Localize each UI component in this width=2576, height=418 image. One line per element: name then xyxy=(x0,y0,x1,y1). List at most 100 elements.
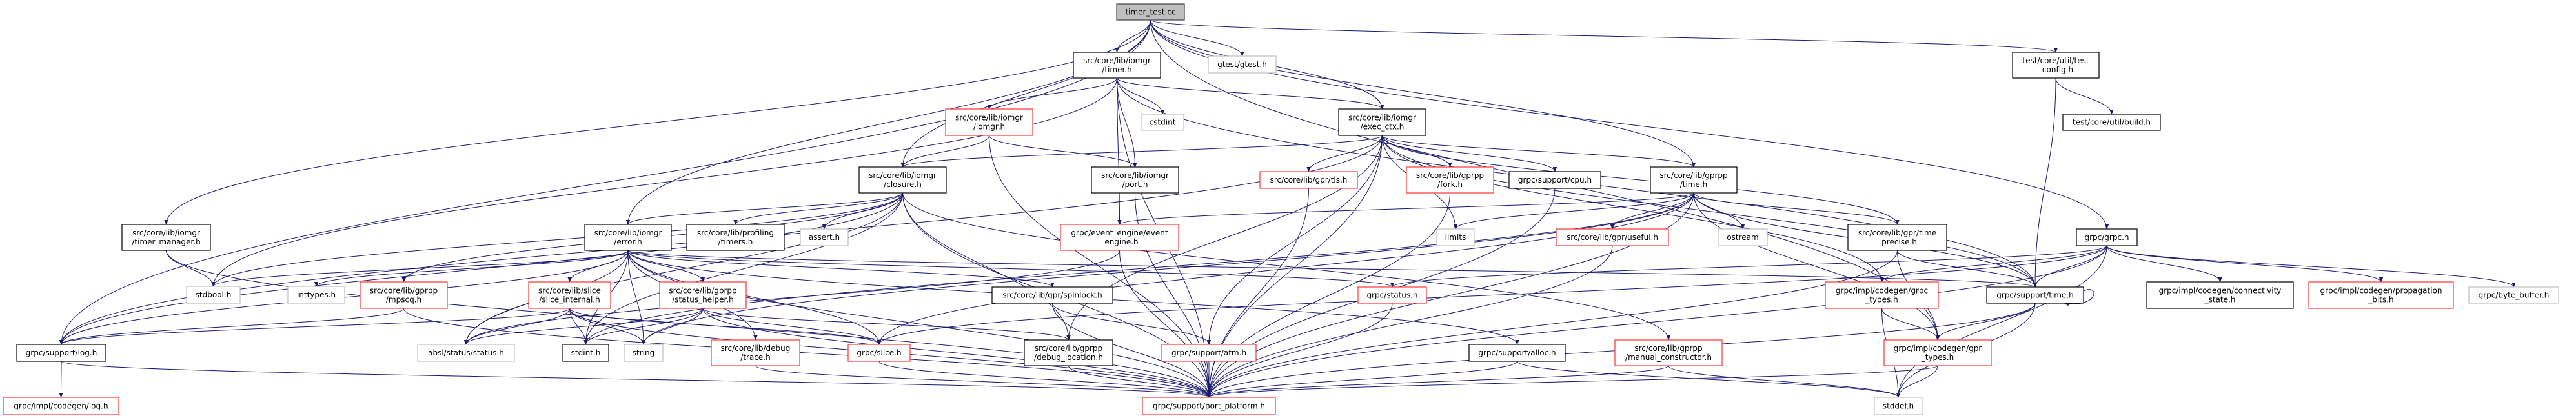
node-box xyxy=(1874,397,1923,415)
node-atm[interactable]: grpc/support/atm.h xyxy=(1161,344,1257,362)
edge-exec-ctx-to-tls xyxy=(1306,135,1383,172)
edge-closure-to-error-h xyxy=(625,192,903,225)
node-label: /manual_constructor.h xyxy=(1625,353,1712,362)
node-port-h[interactable]: src/core/lib/iomgr/port.h xyxy=(1091,166,1179,194)
edge-manual-constructor-to-port-platform xyxy=(1207,365,1669,398)
node-label: /timer.h xyxy=(1102,65,1131,74)
edge-timer-test-to-closure xyxy=(900,19,1151,168)
node-support-time[interactable]: grpc/support/time.h xyxy=(1986,286,2084,304)
edge-port-h-to-port-platform xyxy=(1135,192,1212,398)
node-label: /error.h xyxy=(614,237,642,246)
node-connectivity[interactable]: grpc/impl/codegen/connectivity_state.h xyxy=(2146,281,2294,309)
edge-slice-internal-to-string xyxy=(569,308,646,345)
node-codegen-log[interactable]: grpc/impl/codegen/log.h xyxy=(3,397,119,415)
node-timers[interactable]: src/core/lib/profiling/timers.h xyxy=(686,224,785,251)
node-label: /timer_manager.h xyxy=(132,237,200,246)
edge-slice-internal-to-slice-h xyxy=(569,308,882,345)
node-label: /port.h xyxy=(1122,180,1148,189)
node-event-engine[interactable]: grpc/event_engine/event_engine.h xyxy=(1060,224,1179,251)
edge-timer-h-to-port-h xyxy=(1117,77,1137,168)
node-box xyxy=(2468,286,2559,304)
edge-slice-internal-to-absl-status xyxy=(463,308,570,345)
edge-slice-h-to-port-platform xyxy=(878,361,1212,398)
node-label: grpc/byte_buffer.h xyxy=(2479,291,2550,300)
node-port-platform[interactable]: grpc/support/port_platform.h xyxy=(1142,397,1276,415)
node-box xyxy=(186,286,241,304)
edge-grpc-h-to-grpc-status xyxy=(1390,245,2107,288)
node-alloc[interactable]: grpc/support/alloc.h xyxy=(1468,344,1566,362)
node-grpc-types[interactable]: grpc/impl/codegen/grpc_types.h xyxy=(1825,281,1939,309)
node-gpr-types[interactable]: grpc/impl/codegen/gpr_types.h xyxy=(1883,339,1992,366)
edge-timer-test-to-grpc-h xyxy=(1150,19,2109,230)
node-box xyxy=(1825,281,1939,309)
node-spinlock[interactable]: src/core/lib/gpr/spinlock.h xyxy=(991,286,1113,304)
node-label: timer_test.cc xyxy=(1125,8,1175,17)
edge-grpc-h-to-stddef xyxy=(1896,245,2107,398)
node-label: src/core/lib/gpr/time xyxy=(1858,228,1936,237)
edge-grpc-status-to-port-platform xyxy=(1206,303,1393,398)
node-box xyxy=(417,344,515,362)
node-exec-ctx[interactable]: src/core/lib/iomgr/exec_ctx.h xyxy=(1338,108,1426,136)
node-byte-buffer: grpc/byte_buffer.h xyxy=(2468,286,2559,304)
node-useful[interactable]: src/core/lib/gpr/useful.h xyxy=(1556,228,1669,246)
node-grpc-status[interactable]: grpc/status.h xyxy=(1357,286,1427,304)
edge-timer-h-to-iomgr-h xyxy=(987,77,1117,110)
node-label: limits xyxy=(1445,233,1466,242)
edge-grpc-types-to-gpr-types xyxy=(1881,308,1940,341)
node-label: src/core/lib/iomgr xyxy=(132,228,200,237)
node-label: assert.h xyxy=(809,233,840,242)
node-label: /slice_internal.h xyxy=(539,295,600,304)
node-log-h[interactable]: grpc/support/log.h xyxy=(16,344,106,362)
node-timer-manager[interactable]: src/core/lib/iomgr/timer_manager.h xyxy=(121,224,211,251)
node-debug-location[interactable]: src/core/lib/gprpp/debug_location.h xyxy=(1024,339,1113,366)
node-label: stdint.h xyxy=(571,348,601,357)
node-box xyxy=(2308,281,2454,309)
edge-status-helper-to-port-platform xyxy=(702,308,1212,398)
node-box xyxy=(945,108,1033,136)
node-timer-h[interactable]: src/core/lib/iomgr/timer.h xyxy=(1073,52,1161,79)
node-label: ostream xyxy=(1727,233,1758,242)
node-error-h[interactable]: src/core/lib/iomgr/error.h xyxy=(584,224,672,251)
node-iomgr-h[interactable]: src/core/lib/iomgr/iomgr.h xyxy=(945,108,1033,136)
node-label: grpc/slice.h xyxy=(857,348,901,357)
node-box xyxy=(711,339,800,366)
node-box xyxy=(121,224,211,251)
node-timer-test[interactable]: timer_test.cc xyxy=(1116,3,1185,21)
edge-event-engine-to-absl-status xyxy=(463,250,1120,345)
edge-tls-to-port-platform xyxy=(1206,188,1309,398)
node-build[interactable]: test/core/util/build.h xyxy=(2062,114,2161,131)
node-box xyxy=(528,281,611,309)
edge-timer-test-to-test-config xyxy=(1150,19,2058,53)
node-fork[interactable]: src/core/lib/gprpp/fork.h xyxy=(1406,166,1494,194)
node-manual-constructor[interactable]: src/core/lib/gprpp/manual_constructor.h xyxy=(1614,339,1723,366)
node-time-precise[interactable]: src/core/lib/gpr/time_precise.h xyxy=(1847,224,1947,251)
node-label: src/core/lib/iomgr xyxy=(594,228,662,237)
node-label: src/core/lib/gprpp xyxy=(370,286,438,295)
node-slice-internal[interactable]: src/core/lib/slice/slice_internal.h xyxy=(528,281,611,309)
edge-test-config-to-support-time xyxy=(2033,77,2056,288)
node-mpscq[interactable]: src/core/lib/gprpp/mpscq.h xyxy=(360,281,448,309)
node-propagation[interactable]: grpc/impl/codegen/propagation_bits.h xyxy=(2308,281,2454,309)
edge-alloc-to-port-platform xyxy=(1206,361,1517,398)
node-label: grpc/support/cpu.h xyxy=(1518,175,1592,184)
edges-layer xyxy=(59,19,2516,398)
node-label: grpc/impl/codegen/grpc xyxy=(1836,286,1928,295)
node-stdint[interactable]: stdint.h xyxy=(562,344,609,362)
node-box xyxy=(2076,228,2138,246)
node-cpu[interactable]: grpc/support/cpu.h xyxy=(1508,171,1601,189)
node-box xyxy=(287,286,345,304)
node-test-config[interactable]: test/core/util/test_config.h xyxy=(2012,52,2100,79)
node-tls[interactable]: src/core/lib/gpr/tls.h xyxy=(1259,171,1358,189)
node-stdbool: stdbool.h xyxy=(186,286,241,304)
node-slice-h[interactable]: grpc/slice.h xyxy=(847,344,911,362)
node-box xyxy=(1060,224,1179,251)
node-label: src/core/lib/gprpp xyxy=(1659,171,1727,180)
node-status-helper[interactable]: src/core/lib/gprpp/status_helper.h xyxy=(659,281,747,309)
node-closure[interactable]: src/core/lib/iomgr/closure.h xyxy=(858,166,947,194)
node-trace[interactable]: src/core/lib/debug/trace.h xyxy=(711,339,800,366)
edge-timer-test-to-log-h xyxy=(59,19,1151,345)
node-label: grpc/impl/codegen/propagation xyxy=(2320,286,2442,295)
node-gprpp-time[interactable]: src/core/lib/gprpp/time.h xyxy=(1650,166,1738,194)
edge-error-h-to-port-platform xyxy=(627,250,1212,398)
node-grpc-h[interactable]: grpc/grpc.h xyxy=(2076,228,2138,246)
